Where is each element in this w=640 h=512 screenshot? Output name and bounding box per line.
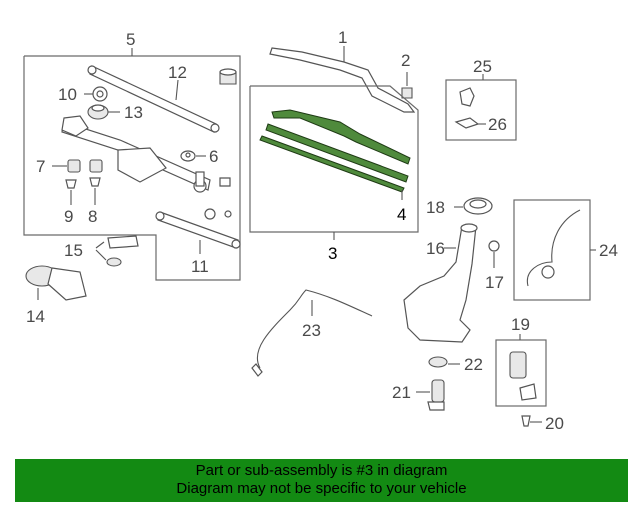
callout-20: 20 xyxy=(545,414,564,433)
bolt-9: 9 xyxy=(64,179,77,226)
screw-17: 17 xyxy=(485,240,504,292)
callout-22: 22 xyxy=(464,355,483,374)
callout-11: 11 xyxy=(191,257,209,276)
washer-tank-16: 16 xyxy=(403,223,478,343)
washer-hose-23: 23 xyxy=(251,289,373,377)
wiper-blade-highlight xyxy=(271,109,411,165)
callout-14: 14 xyxy=(26,307,45,326)
linkage-group-frame: 5 xyxy=(23,30,241,281)
callout-12: 12 xyxy=(168,63,187,82)
callout-2: 2 xyxy=(401,51,410,70)
callout-13: 13 xyxy=(124,103,143,122)
washer-motor-21: 21 xyxy=(392,379,445,411)
grommet-top-right xyxy=(219,68,237,85)
callout-7: 7 xyxy=(36,157,45,176)
washer-hose-box: 24 xyxy=(513,199,618,301)
callout-23: 23 xyxy=(302,321,321,340)
hose-clip-box: 25 26 xyxy=(445,57,517,141)
banner-line-2: Diagram may not be specific to your vehi… xyxy=(176,480,467,497)
callout-17: 17 xyxy=(485,273,504,292)
wiper-motor-14: 14 xyxy=(25,265,87,326)
nut-10: 10 xyxy=(58,85,108,104)
callout-3: 3 xyxy=(328,244,337,263)
callout-15: 15 xyxy=(64,241,83,260)
info-banner: Part or sub-assembly is #3 in diagram Di… xyxy=(15,459,628,502)
callout-25: 25 xyxy=(473,57,492,76)
callout-16: 16 xyxy=(426,239,445,258)
callout-5: 5 xyxy=(126,30,135,49)
linkage-main-arm xyxy=(61,115,232,220)
callout-1: 1 xyxy=(338,28,347,47)
nut-6: 6 xyxy=(180,147,218,166)
callout-8: 8 xyxy=(88,207,97,226)
wiper-arm-1: 1 xyxy=(269,28,416,113)
screw-20: 20 xyxy=(521,414,564,433)
bracket-15: 15 xyxy=(64,235,139,267)
banner-line-1: Part or sub-assembly is #3 in diagram xyxy=(195,462,448,479)
callout-18: 18 xyxy=(426,198,445,217)
callout-10: 10 xyxy=(58,85,77,104)
tank-cap-18: 18 xyxy=(426,197,493,217)
grommet-8: 8 xyxy=(88,159,103,226)
callout-21: 21 xyxy=(392,383,411,402)
callout-4: 4 xyxy=(397,205,406,224)
callout-9: 9 xyxy=(64,207,73,226)
callout-19: 19 xyxy=(511,315,530,334)
callout-24: 24 xyxy=(599,241,618,260)
callout-6: 6 xyxy=(209,147,218,166)
washer-pump-box: 19 xyxy=(495,315,547,407)
wiper-blade-assembly-box: 4 3 xyxy=(249,85,419,263)
wiper-linkage-rod-12: 12 xyxy=(87,63,220,133)
wiper-arm-cap-2: 2 xyxy=(401,51,413,99)
grommet-7: 7 xyxy=(36,157,81,176)
wiper-linkage-rod-11: 11 xyxy=(155,211,241,276)
callout-26: 26 xyxy=(488,115,507,134)
grommet-22: 22 xyxy=(428,355,483,374)
bushing-13: 13 xyxy=(87,103,143,122)
